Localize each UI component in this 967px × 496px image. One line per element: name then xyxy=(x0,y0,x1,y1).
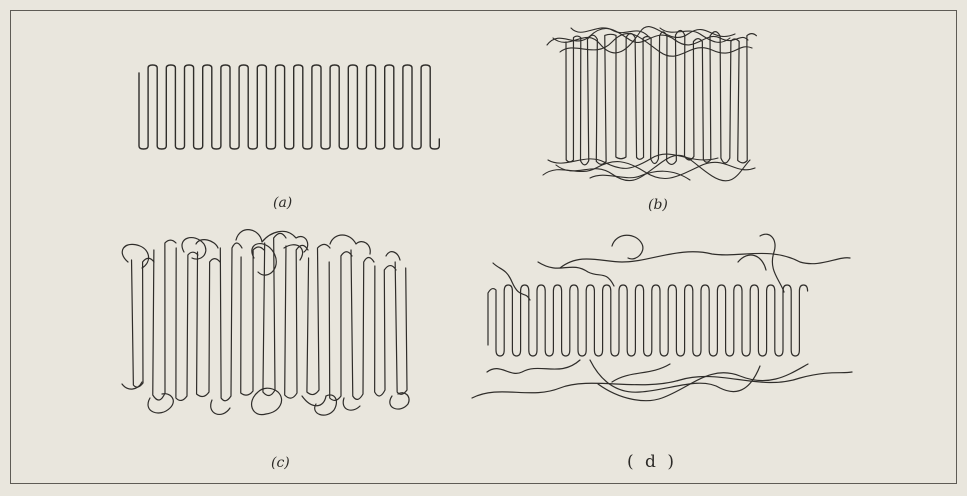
amorphous-bottom-loop xyxy=(543,162,755,179)
fold-blob-top xyxy=(330,235,370,254)
fold-blob-top xyxy=(182,238,206,259)
tie-molecule xyxy=(560,252,850,268)
diagram-a-regular-folding xyxy=(139,65,439,149)
fold-blob-top xyxy=(122,244,148,268)
tie-molecule xyxy=(612,235,643,259)
tie-molecule xyxy=(493,263,530,300)
folded-stems-b xyxy=(566,30,756,164)
fold-blob-top xyxy=(196,240,218,248)
folded-stems-d xyxy=(488,285,808,356)
fold-blob-bottom xyxy=(148,394,173,413)
fold-blob-bottom xyxy=(390,393,409,409)
caption-d: ( d ) xyxy=(627,452,677,472)
fold-blob-top xyxy=(386,252,400,260)
regular-chain-fold-a xyxy=(139,65,439,149)
fold-blob-bottom xyxy=(302,396,326,406)
fold-blob-bottom xyxy=(252,388,282,414)
tie-molecule xyxy=(487,360,580,373)
caption-b: (b) xyxy=(648,197,668,213)
diagram-d-folding-with-tie-molecules xyxy=(472,234,852,400)
fold-blob-bottom xyxy=(122,382,142,389)
fold-blob-top xyxy=(284,245,303,260)
caption-c: (c) xyxy=(271,455,290,471)
caption-a: (a) xyxy=(273,195,292,211)
tie-molecule xyxy=(738,255,766,270)
tie-molecule xyxy=(590,360,760,392)
diagram-c-irregular-folding xyxy=(122,230,409,416)
tie-molecule xyxy=(538,262,614,286)
irregular-stems-c xyxy=(132,233,407,400)
tie-molecule xyxy=(472,372,852,398)
fold-blob-bottom xyxy=(211,400,230,414)
diagram-b-folding-with-loose-ends xyxy=(543,27,756,181)
amorphous-bottom-loop xyxy=(590,171,690,180)
tie-molecule xyxy=(612,364,670,382)
